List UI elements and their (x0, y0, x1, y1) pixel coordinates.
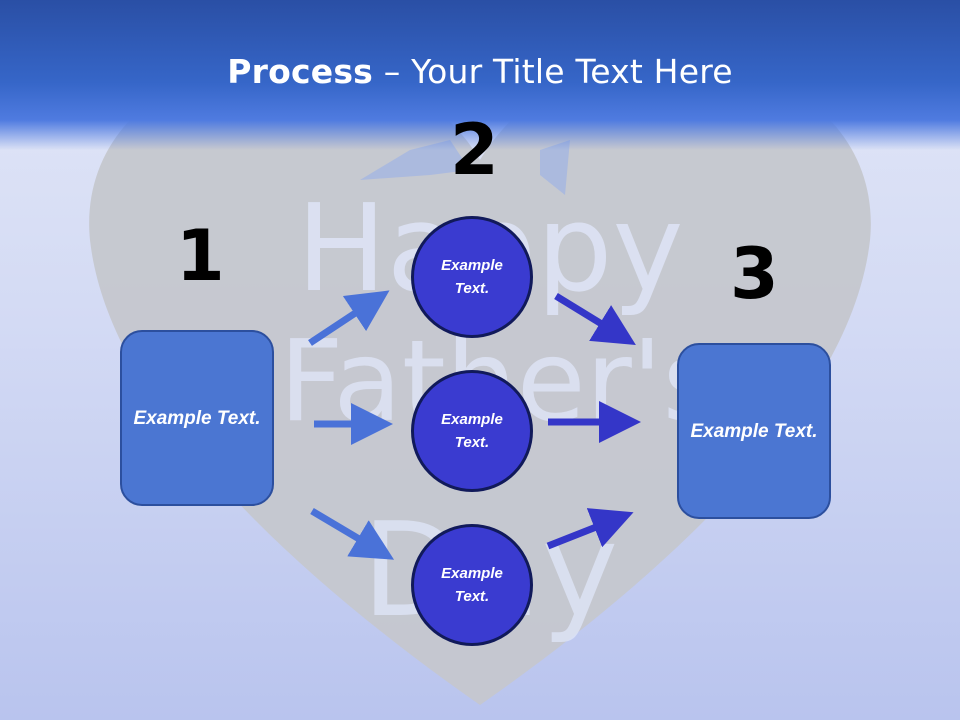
step-number-1: 1 (176, 215, 225, 297)
left-box: Example Text. (120, 330, 274, 506)
page-title: Process – Your Title Text Here (0, 52, 960, 91)
right-box: Example Text. (677, 343, 831, 519)
step-number-3: 3 (730, 233, 779, 315)
circle-middle: Example Text. (411, 370, 533, 492)
circle-top: Example Text. (411, 216, 533, 338)
step-number-2: 2 (450, 109, 499, 191)
arrow-left-down (310, 507, 395, 560)
title-bold: Process (227, 52, 374, 91)
bow-shape (360, 140, 470, 180)
bow-shape-right (540, 140, 570, 195)
circle-bottom: Example Text. (411, 524, 533, 646)
arrow-left-up (308, 290, 390, 346)
title-rest: – Your Title Text Here (373, 52, 733, 91)
arrow-right-up (546, 508, 634, 550)
arrow-right-down (554, 293, 636, 345)
header-band (0, 0, 960, 150)
